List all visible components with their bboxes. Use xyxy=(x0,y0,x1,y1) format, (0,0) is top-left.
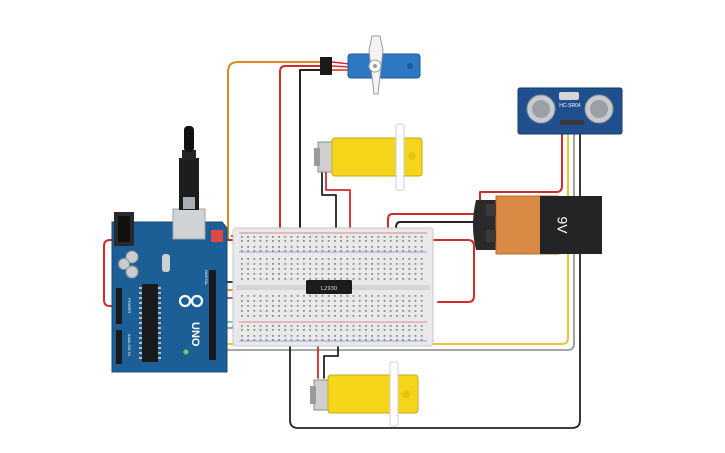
driver-chip[interactable]: L293D xyxy=(306,280,352,294)
wire-red-arduino-power-loop[interactable] xyxy=(103,239,239,307)
servo-connector xyxy=(320,57,332,75)
arduino-uno[interactable]: UNO DIGITAL POWER ANALOG IN xyxy=(111,126,228,373)
top-motor-shaft xyxy=(395,123,405,191)
atmega-chip xyxy=(142,284,158,362)
wire-red-battery-positive[interactable] xyxy=(387,213,495,241)
arduino-power-label: POWER xyxy=(127,298,132,313)
arduino-digital-label: DIGITAL xyxy=(204,270,209,286)
driver-chip-label: L293D xyxy=(321,286,338,292)
usb-port xyxy=(172,208,206,240)
capacitor-2 xyxy=(125,265,139,279)
sensor-label: HC-SR04 xyxy=(559,103,581,109)
bottom-motor-shaft xyxy=(389,361,399,427)
wire-red-servo-power[interactable] xyxy=(279,65,329,236)
battery-9v[interactable]: 9V xyxy=(473,195,602,255)
wire-red-sensor-vcc[interactable] xyxy=(479,131,563,211)
ultrasonic-sensor[interactable]: HC-SR04 xyxy=(517,87,623,135)
capacitor-1 xyxy=(125,250,139,264)
reset-button[interactable] xyxy=(211,230,223,242)
atmega-pins xyxy=(139,287,161,359)
analog-header xyxy=(116,330,122,364)
power-header xyxy=(116,288,122,324)
dc-motor-top[interactable] xyxy=(314,123,423,191)
battery-label: 9V xyxy=(554,216,570,234)
digital-header xyxy=(209,270,216,360)
servo-motor[interactable] xyxy=(320,35,421,95)
wire-orange-servo-signal[interactable] xyxy=(227,61,329,241)
wire-black-servo-ground[interactable] xyxy=(299,69,329,236)
arduino-logo xyxy=(178,294,204,308)
wire-gray-sensor-echo[interactable] xyxy=(221,131,575,351)
wire-red-breadboard-loop[interactable] xyxy=(419,239,475,303)
wire-yellow-sensor-trig[interactable] xyxy=(221,131,569,345)
dc-motor-bottom[interactable] xyxy=(310,361,419,427)
wire-black-sensor-gnd[interactable] xyxy=(289,131,581,429)
wire-red-top-motor[interactable] xyxy=(325,169,351,263)
arduino-analog-label: ANALOG IN xyxy=(127,334,132,356)
breadboard-holes xyxy=(241,236,423,341)
arduino-brand: UNO xyxy=(189,322,201,347)
